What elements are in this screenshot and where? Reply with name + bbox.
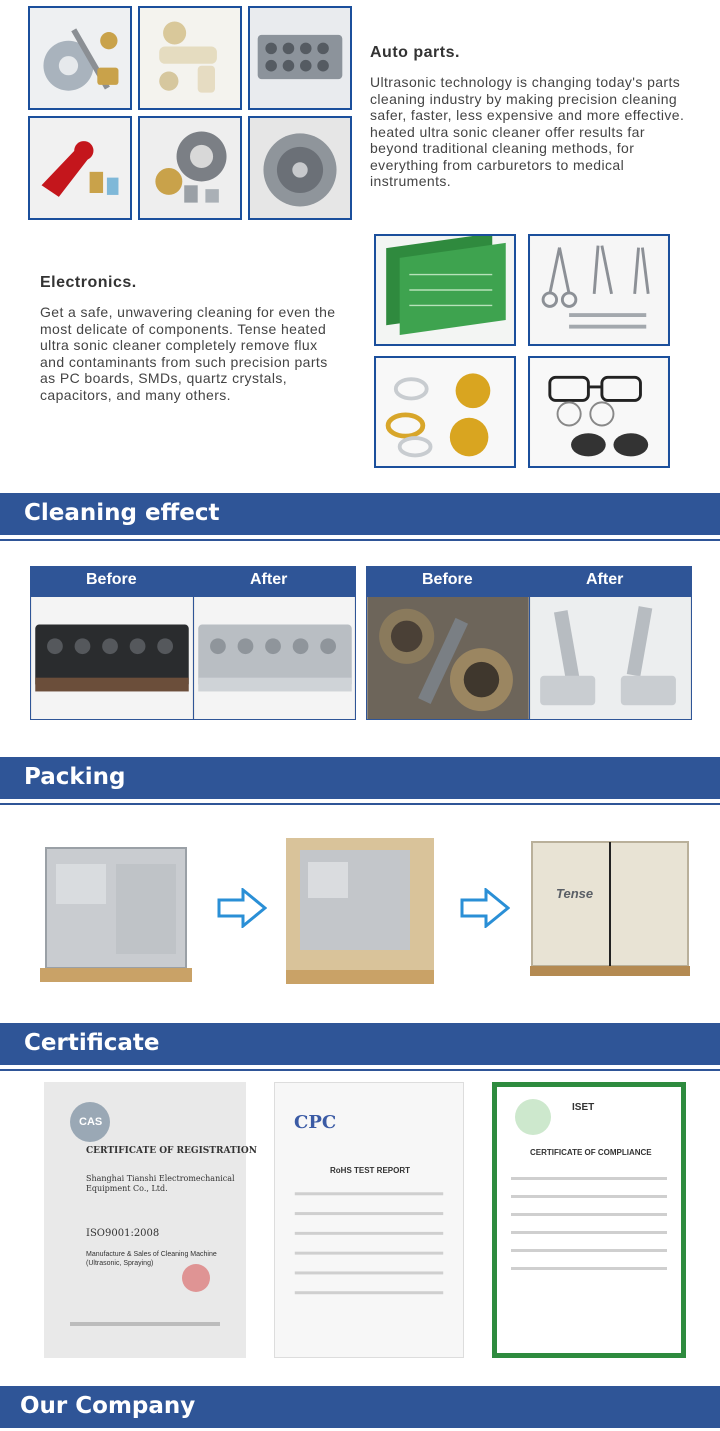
registration-company: Shanghai Tianshi Electromechanical Equip… [86, 1174, 235, 1193]
cleaning-effect-heading: Cleaning effect [24, 500, 220, 526]
certificate-registration [44, 1082, 246, 1358]
auto-parts-photo-2 [138, 6, 242, 110]
registration-standard: ISO9001:2008 [86, 1228, 160, 1239]
rohs-title: RoHS TEST REPORT [330, 1166, 411, 1175]
registration-scope: Manufacture & Sales of Cleaning Machine … [86, 1251, 217, 1267]
cas-logo: CAS [79, 1116, 103, 1128]
electronics-photo-jewelry [374, 356, 516, 468]
packing-step-arrow-1 [217, 886, 268, 930]
auto-parts-photo-6 [248, 116, 352, 220]
auto-parts-photo-5 [138, 116, 242, 220]
compliance-brand: ISET [572, 1102, 595, 1113]
cleaning-after-photo-1 [193, 596, 356, 720]
auto-parts-title: Auto parts. [370, 44, 460, 61]
before-label-2: Before [422, 571, 473, 588]
packing-heading: Packing [24, 764, 126, 790]
section-band-packing: Packing [0, 757, 720, 805]
packing-photo-machine [36, 834, 196, 994]
packing-step-arrow-2 [460, 886, 511, 930]
packing-photo-crate-open [280, 820, 440, 994]
cleaning-before-photo-1 [30, 596, 194, 720]
cleaning-header-1: Before After [30, 566, 356, 596]
packing-box-brand: Tense [556, 886, 594, 901]
before-label-1: Before [86, 571, 137, 588]
registration-title: CERTIFICATE OF REGISTRATION [86, 1146, 257, 1156]
electronics-description: Get a safe, unwavering cleaning for even… [40, 304, 336, 403]
after-label-2: After [586, 571, 624, 588]
electronics-photo-pcb [374, 234, 516, 346]
section-band-certificate: Certificate [0, 1023, 720, 1071]
certificate-heading: Certificate [24, 1030, 160, 1056]
auto-parts-description: Ultrasonic technology is changing today'… [370, 74, 685, 189]
section-band-our-company: Our Company [0, 1386, 720, 1428]
cleaning-before-photo-2 [366, 596, 530, 720]
auto-parts-photo-4 [28, 116, 132, 220]
auto-parts-photo-1 [28, 6, 132, 110]
packing-photo-crate-closed [528, 832, 692, 982]
electronics-photo-tools [528, 234, 670, 346]
cpc-logo: CPC [294, 1112, 337, 1133]
compliance-title: CERTIFICATE OF COMPLIANCE [530, 1148, 652, 1157]
certificate-rohs [274, 1082, 464, 1358]
certificate-compliance [492, 1082, 686, 1358]
electronics-photo-glasses [528, 356, 670, 468]
our-company-heading: Our Company [20, 1393, 196, 1419]
cleaning-header-2: Before After [366, 566, 692, 596]
cleaning-after-photo-2 [529, 596, 692, 720]
electronics-title: Electronics. [40, 274, 137, 291]
after-label-1: After [250, 571, 288, 588]
auto-parts-photo-3 [248, 6, 352, 110]
section-band-cleaning-effect: Cleaning effect [0, 493, 720, 541]
